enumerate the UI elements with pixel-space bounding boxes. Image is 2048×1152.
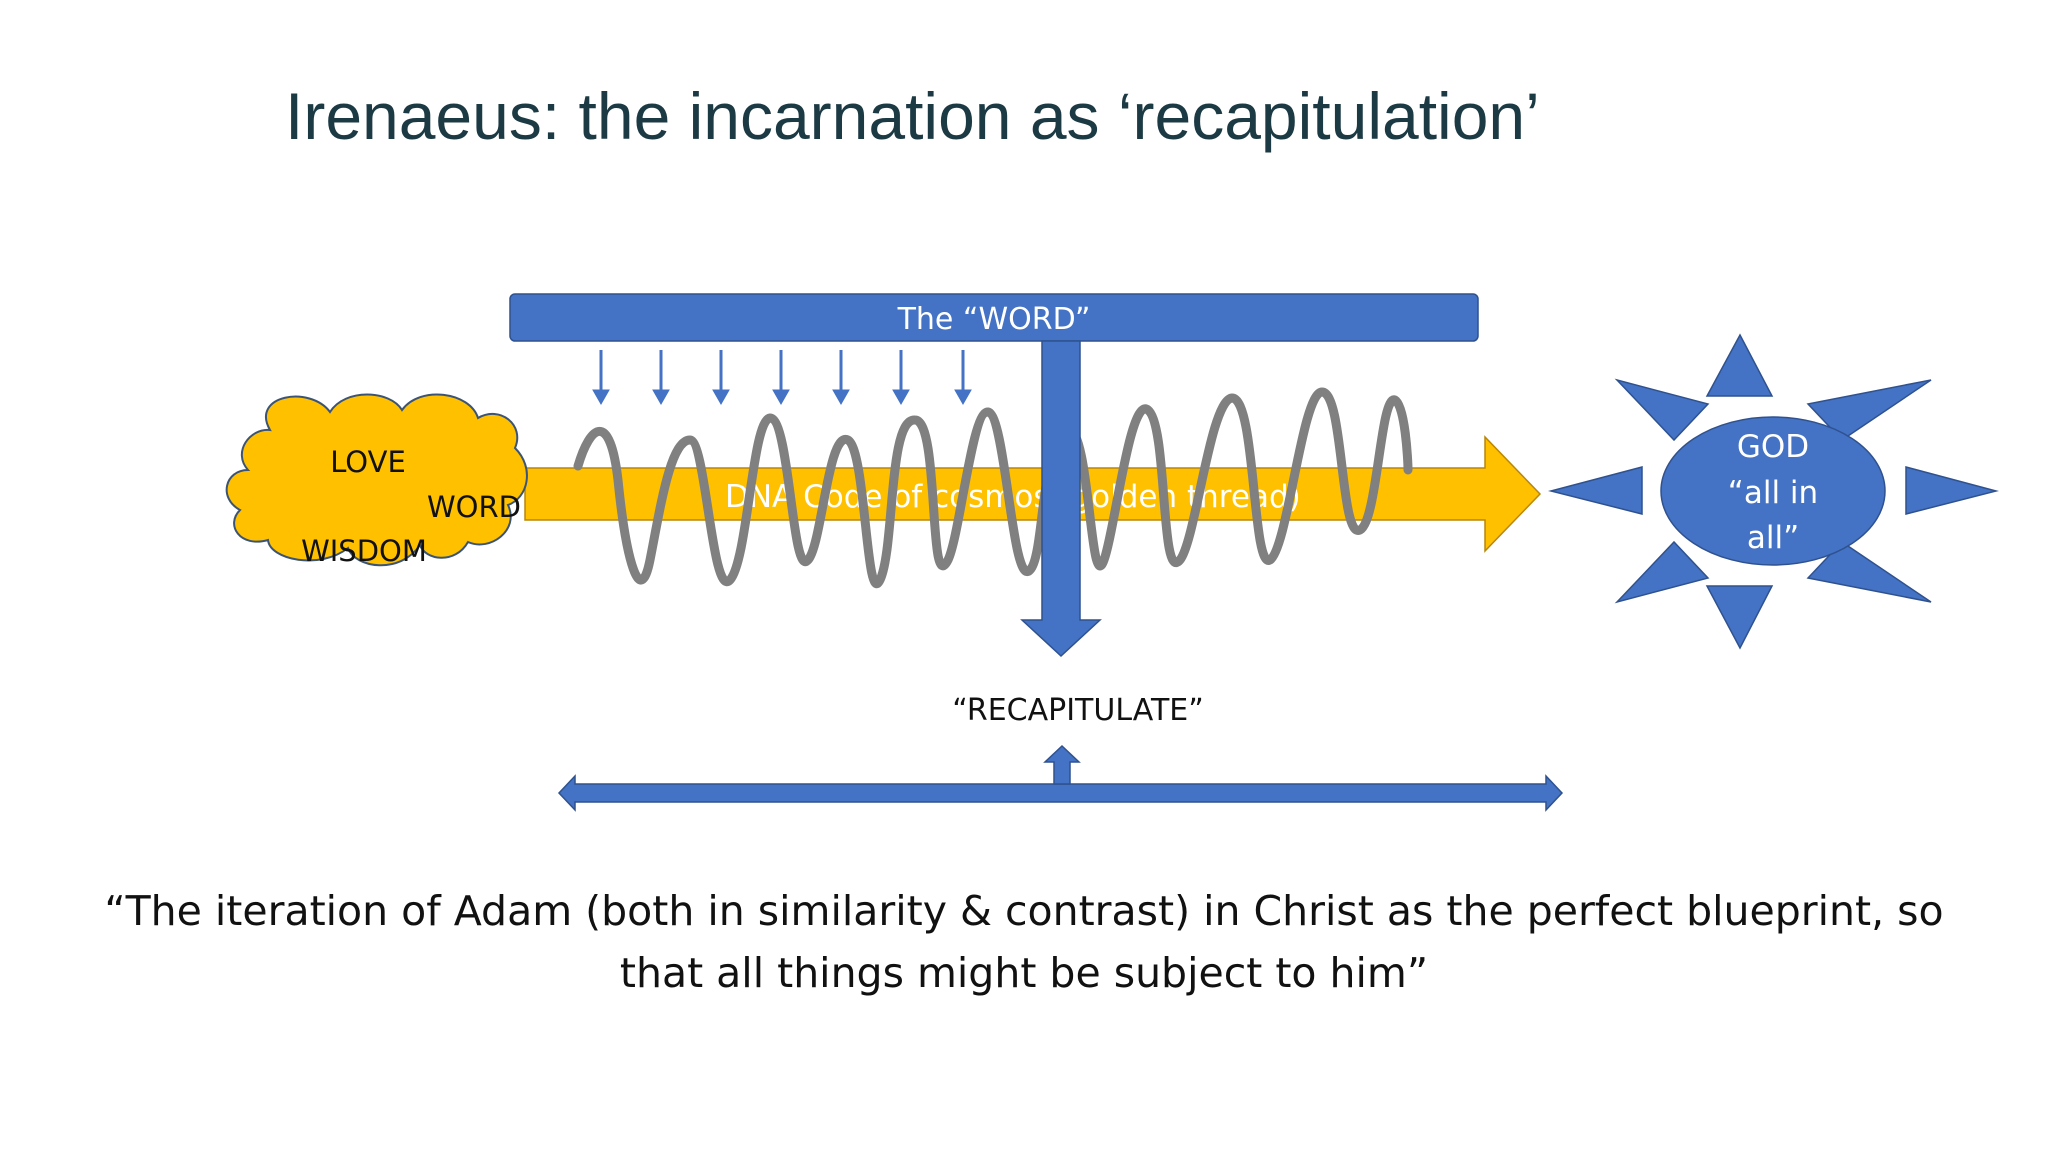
down-arrow-icon bbox=[832, 350, 850, 406]
recapitulate-label: “RECAPITULATE” bbox=[952, 693, 1204, 728]
god-ellipse bbox=[1660, 416, 1886, 566]
sun-ray bbox=[1705, 333, 1774, 397]
sun-ray bbox=[1806, 379, 1932, 441]
down-arrow-icon bbox=[712, 350, 730, 406]
cloud-label-wisdom: WISDOM bbox=[301, 534, 427, 568]
down-arrow-icon bbox=[954, 350, 972, 406]
sun-ray bbox=[1548, 466, 1643, 515]
word-descent-arrows bbox=[592, 350, 972, 406]
sun-ray bbox=[1614, 540, 1710, 604]
word-bar-label: The “WORD” bbox=[897, 302, 1091, 337]
slide-quote: “The iteration of Adam (both in similari… bbox=[60, 880, 1988, 1004]
down-arrow-icon bbox=[772, 350, 790, 406]
slide-title: Irenaeus: the incarnation as ‘recapitula… bbox=[285, 79, 1540, 153]
golden-thread-arrow bbox=[524, 435, 1542, 553]
sun-ray bbox=[1905, 466, 1999, 515]
incarnation-down-arrow bbox=[1020, 340, 1102, 658]
down-arrow-icon bbox=[652, 350, 670, 406]
god-label-line3: all” bbox=[1747, 520, 1799, 556]
cloud-label-word: WORD bbox=[427, 490, 521, 524]
love-word-wisdom-cloud: LOVE WORD WISDOM bbox=[225, 393, 528, 568]
sun-ray bbox=[1705, 585, 1774, 650]
recapitulation-span-arrow bbox=[557, 744, 1564, 812]
word-bar bbox=[509, 293, 1479, 342]
down-arrow-icon bbox=[592, 350, 610, 406]
dna-wave bbox=[573, 387, 1413, 589]
cloud-label-love: LOVE bbox=[330, 445, 406, 479]
quote-line-1: “The iteration of Adam (both in similari… bbox=[104, 887, 1944, 935]
sun-ray bbox=[1806, 541, 1932, 603]
sun-ray bbox=[1614, 378, 1710, 442]
god-label-line2: “all in bbox=[1728, 475, 1818, 511]
quote-line-2: that all things might be subject to him” bbox=[619, 949, 1429, 997]
god-label-line1: GOD bbox=[1737, 429, 1809, 465]
down-arrow-icon bbox=[892, 350, 910, 406]
god-sun bbox=[1548, 333, 1999, 650]
